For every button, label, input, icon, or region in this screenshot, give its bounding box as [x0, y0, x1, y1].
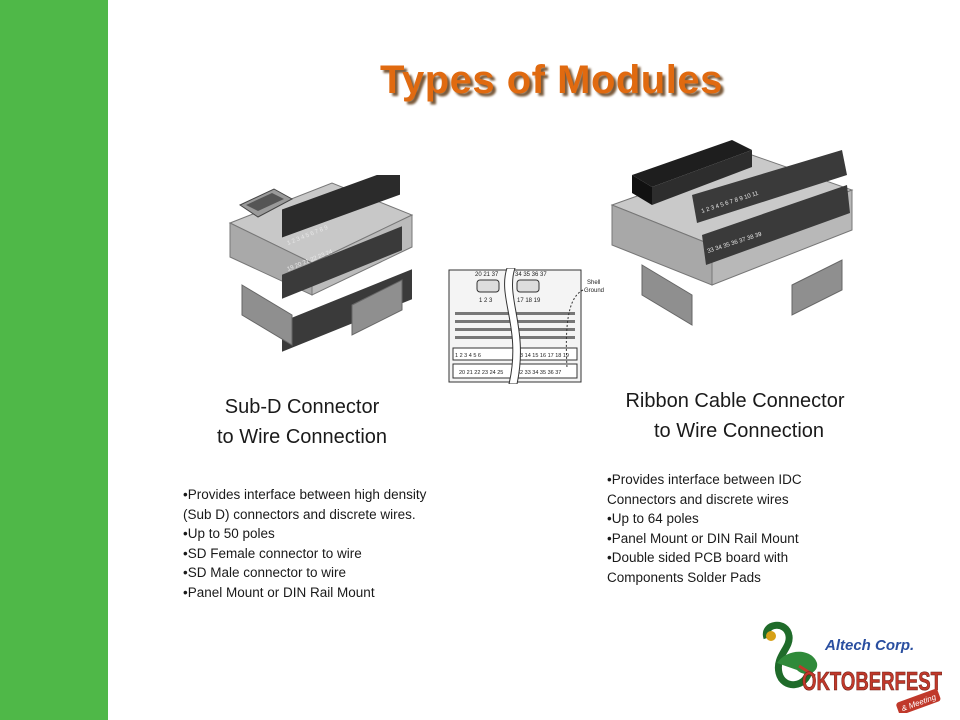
list-item: SD Female connector to wire [183, 544, 483, 564]
list-item: Up to 64 poles [607, 509, 867, 529]
altech-oktoberfest-logo: Altech Corp. OKTOBERFEST & Meeting [762, 621, 942, 713]
diagram-row2-left: 20 21 22 23 24 25 [459, 370, 503, 376]
ribbon-module-photo: 1 2 3 4 5 6 7 8 9 10 11 33 34 35 36 37 3… [610, 140, 854, 326]
diagram-row1-right: 13 14 15 16 17 18 19 [517, 353, 569, 359]
list-item: Provides interface between IDC [607, 470, 867, 490]
diagram-mid-right-pins: 17 18 19 [517, 298, 541, 304]
ribbon-feature-list: Provides interface between IDC Connector… [607, 470, 867, 587]
pinout-diagram: 20 21 37 34 35 36 37 1 2 3 17 18 19 1 2 … [447, 268, 613, 384]
diagram-mid-left-pins: 1 2 3 [479, 298, 493, 304]
logo-brand: Altech Corp. [824, 637, 914, 654]
list-item: Up to 50 poles [183, 524, 483, 544]
ribbon-heading-line2: to Wire Connection [653, 420, 825, 442]
ribbon-heading-line1: Ribbon Cable Connector [625, 390, 845, 412]
diagram-callout-line1: Shell [587, 280, 600, 286]
list-item: Double sided PCB board with [607, 548, 867, 568]
list-item: Panel Mount or DIN Rail Mount [183, 583, 483, 603]
diagram-row2-right: 32 33 34 35 36 37 [517, 370, 561, 376]
subd-heading: Sub-D Connector to Wire Connection [196, 392, 408, 452]
diagram-top-right-pins: 34 35 36 37 [515, 272, 547, 278]
subd-feature-list: Provides interface between high density … [183, 485, 483, 602]
left-accent-bar [0, 0, 108, 720]
list-item: Provides interface between high density [183, 485, 483, 505]
subd-heading-line1: Sub-D Connector [224, 396, 380, 418]
logo-event: OKTOBERFEST [802, 666, 942, 696]
list-item: Components Solder Pads [607, 569, 761, 585]
subd-module-photo: 1 2 3 4 5 6 7 8 9 19 20 21 22 23 24 [228, 175, 414, 352]
slide-title: Types of Modules [380, 58, 723, 102]
list-item: Connectors and discrete wires [607, 491, 789, 507]
list-item: SD Male connector to wire [183, 563, 483, 583]
list-item: (Sub D) connectors and discrete wires. [183, 506, 416, 522]
list-item: Panel Mount or DIN Rail Mount [607, 529, 867, 549]
diagram-row1-left: 1 2 3 4 5 6 [455, 353, 481, 359]
diagram-top-left-pins: 20 21 37 [475, 272, 499, 278]
subd-heading-line2: to Wire Connection [216, 426, 388, 448]
ribbon-heading: Ribbon Cable Connector to Wire Connectio… [600, 386, 870, 446]
diagram-callout-line2: Ground [584, 288, 604, 294]
